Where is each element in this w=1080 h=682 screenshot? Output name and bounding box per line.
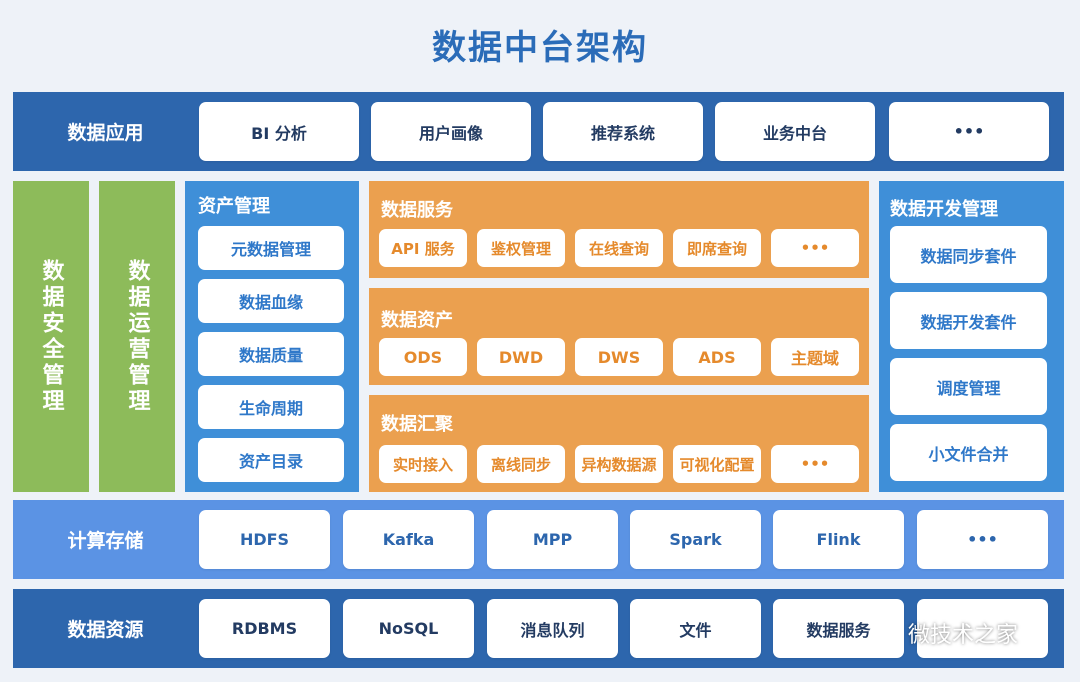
app-more[interactable]: ••• [889, 102, 1049, 161]
asset-lifecycle[interactable]: 生命周期 [198, 385, 344, 429]
storage-flink[interactable]: Flink [773, 510, 904, 569]
dev-scheduling[interactable]: 调度管理 [890, 358, 1047, 415]
data-service-title: 数据服务 [381, 200, 453, 221]
app-bi[interactable]: BI 分析 [199, 102, 359, 161]
storage-more[interactable]: ••• [917, 510, 1048, 569]
dev-small-file-merge[interactable]: 小文件合并 [890, 424, 1047, 481]
agg-heterogeneous[interactable]: 异构数据源 [575, 445, 663, 483]
asset-mgmt-panel: 资产管理 元数据管理 数据血缘 数据质量 生命周期 资产目录 [185, 181, 359, 492]
storage-kafka[interactable]: Kafka [343, 510, 474, 569]
agg-more[interactable]: ••• [771, 445, 859, 483]
data-agg-panel: 数据汇聚 实时接入 离线同步 异构数据源 可视化配置 ••• [369, 395, 869, 492]
asset-dwd[interactable]: DWD [477, 338, 565, 376]
asset-quality[interactable]: 数据质量 [198, 332, 344, 376]
dev-mgmt-panel: 数据开发管理 数据同步套件 数据开发套件 调度管理 小文件合并 [879, 181, 1064, 492]
app-user-profile[interactable]: 用户画像 [371, 102, 531, 161]
asset-subject-domain[interactable]: 主题域 [771, 338, 859, 376]
asset-ods[interactable]: ODS [379, 338, 467, 376]
source-message-queue[interactable]: 消息队列 [487, 599, 618, 658]
service-api[interactable]: API 服务 [379, 229, 467, 267]
source-file[interactable]: 文件 [630, 599, 761, 658]
watermark-text: 微技术之家 [908, 623, 1019, 648]
source-data-service[interactable]: 数据服务 [773, 599, 904, 658]
service-adhoc-query[interactable]: 即席查询 [673, 229, 761, 267]
data-apps-band: 数据应用 BI 分析 用户画像 推荐系统 业务中台 ••• [13, 92, 1064, 171]
wechat-icon [872, 620, 902, 646]
data-service-panel: 数据服务 API 服务 鉴权管理 在线查询 即席查询 ••• [369, 181, 869, 278]
data-operations-column: 数据运营管理 [99, 181, 175, 492]
data-sources-label: 数据资源 [67, 619, 144, 641]
data-security-label: 数据安全管理 [38, 258, 64, 415]
source-rdbms[interactable]: RDBMS [199, 599, 330, 658]
asset-lineage[interactable]: 数据血缘 [198, 279, 344, 323]
dev-mgmt-title: 数据开发管理 [890, 199, 998, 220]
data-sources-band: 数据资源 RDBMS NoSQL 消息队列 文件 数据服务 [13, 589, 1064, 668]
data-apps-label: 数据应用 [67, 122, 144, 144]
data-agg-title: 数据汇聚 [381, 414, 453, 435]
dev-sync-suite[interactable]: 数据同步套件 [890, 226, 1047, 283]
asset-dws[interactable]: DWS [575, 338, 663, 376]
asset-ads[interactable]: ADS [673, 338, 761, 376]
data-assets-title: 数据资产 [381, 310, 453, 331]
asset-metadata[interactable]: 元数据管理 [198, 226, 344, 270]
data-security-column: 数据安全管理 [13, 181, 89, 492]
compute-storage-label: 计算存储 [67, 530, 144, 552]
data-assets-panel: 数据资产 ODS DWD DWS ADS 主题域 [369, 288, 869, 385]
watermark: 微技术之家 [872, 615, 1072, 651]
service-online-query[interactable]: 在线查询 [575, 229, 663, 267]
asset-mgmt-title: 资产管理 [198, 196, 270, 217]
data-operations-label: 数据运营管理 [124, 258, 150, 415]
app-recommend[interactable]: 推荐系统 [543, 102, 703, 161]
agg-realtime[interactable]: 实时接入 [379, 445, 467, 483]
asset-catalog[interactable]: 资产目录 [198, 438, 344, 482]
storage-mpp[interactable]: MPP [487, 510, 618, 569]
page-title: 数据中台架构 [432, 28, 648, 68]
app-biz-platform[interactable]: 业务中台 [715, 102, 875, 161]
storage-spark[interactable]: Spark [630, 510, 761, 569]
service-more[interactable]: ••• [771, 229, 859, 267]
source-nosql[interactable]: NoSQL [343, 599, 474, 658]
storage-hdfs[interactable]: HDFS [199, 510, 330, 569]
dev-dev-suite[interactable]: 数据开发套件 [890, 292, 1047, 349]
compute-storage-band: 计算存储 HDFS Kafka MPP Spark Flink ••• [13, 500, 1064, 579]
agg-offline-sync[interactable]: 离线同步 [477, 445, 565, 483]
agg-visual-config[interactable]: 可视化配置 [673, 445, 761, 483]
source-more[interactable] [917, 599, 1048, 658]
service-auth[interactable]: 鉴权管理 [477, 229, 565, 267]
